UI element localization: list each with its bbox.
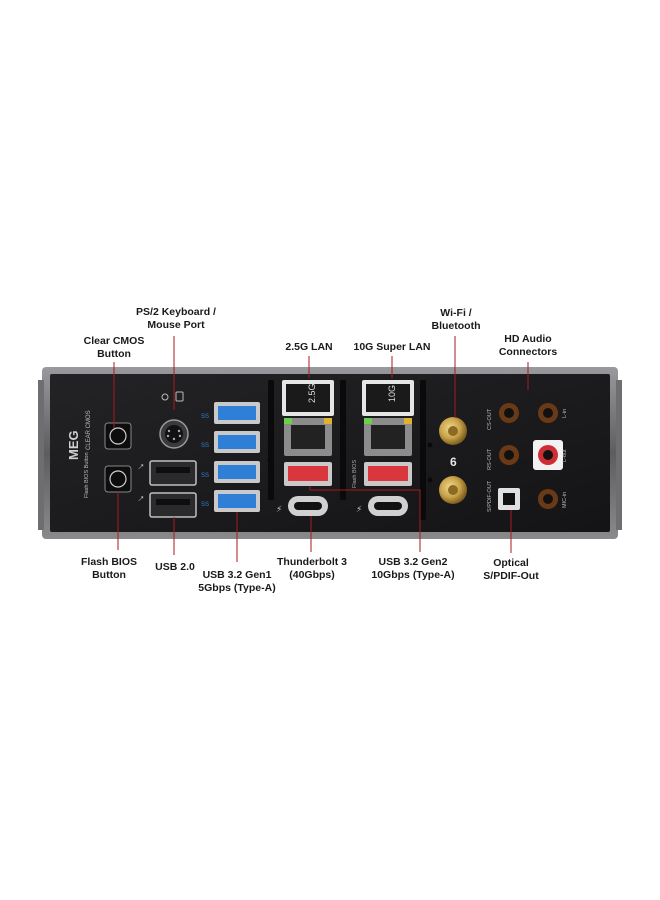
label-wifi-bluetooth: Wi-Fi /Bluetooth [431, 307, 481, 332]
svg-text:⭧: ⭧ [138, 463, 144, 473]
svg-text:S/PDIF-OUT: S/PDIF-OUT [487, 480, 493, 512]
thunderbolt-ports: ⚡ ⚡ [276, 496, 408, 516]
svg-text:L-out: L-out [562, 449, 568, 462]
label-ps2-port: PS/2 Keyboard /Mouse Port [136, 306, 216, 331]
svg-text:RS-OUT: RS-OUT [487, 448, 493, 470]
label-usb20: USB 2.0 [155, 561, 195, 573]
usb32-gen1-ports: SS SS SS SS [201, 402, 260, 512]
ps2-icon [161, 393, 169, 401]
label-10g-lan: 10G Super LAN [353, 341, 431, 353]
svg-text:CS-OUT: CS-OUT [487, 408, 493, 430]
svg-text:10G: 10G [387, 385, 397, 402]
svg-text:⚡: ⚡ [356, 505, 362, 515]
svg-text:CLEAR CMOS: CLEAR CMOS [86, 410, 92, 450]
button-module: MEG CLEAR CMOS Flash BIOS Button [66, 410, 132, 498]
svg-text:SS: SS [201, 414, 209, 420]
lan-10g-port: 10G [362, 380, 414, 456]
meg-logo: MEG [66, 430, 81, 460]
svg-text:Flash BIOS Button: Flash BIOS Button [84, 452, 90, 498]
leader-lines [113, 336, 529, 562]
svg-text:Flash BIOS: Flash BIOS [352, 460, 358, 488]
audio-jacks: CS-OUT RS-OUT S/PDIF-OUT L-in L-out MIC-… [487, 403, 568, 512]
svg-text:⭧: ⭧ [138, 495, 144, 505]
svg-text:6: 6 [450, 455, 457, 469]
ps2-port [159, 391, 189, 449]
svg-text:SS: SS [201, 473, 209, 479]
svg-text:⚡: ⚡ [276, 505, 282, 515]
svg-text:L-in: L-in [562, 409, 568, 418]
usb32-gen2-ports: Flash BIOS [284, 460, 412, 488]
label-thunderbolt: Thunderbolt 3(40Gbps) [277, 556, 347, 581]
svg-text:MIC-in: MIC-in [562, 492, 568, 508]
svg-text:SS: SS [201, 502, 209, 508]
lan-25g-port: 2.5G [282, 380, 334, 456]
svg-text:SS: SS [201, 443, 209, 449]
flash-bios-button-body[interactable] [104, 465, 132, 493]
clear-cmos-button-body[interactable] [104, 422, 132, 450]
svg-text:2.5G: 2.5G [307, 383, 317, 403]
label-25g-lan: 2.5G LAN [285, 341, 333, 353]
usb20-ports: ⭧ ⭧ [138, 460, 197, 518]
wifi-antenna-connectors: 6 [439, 417, 467, 504]
